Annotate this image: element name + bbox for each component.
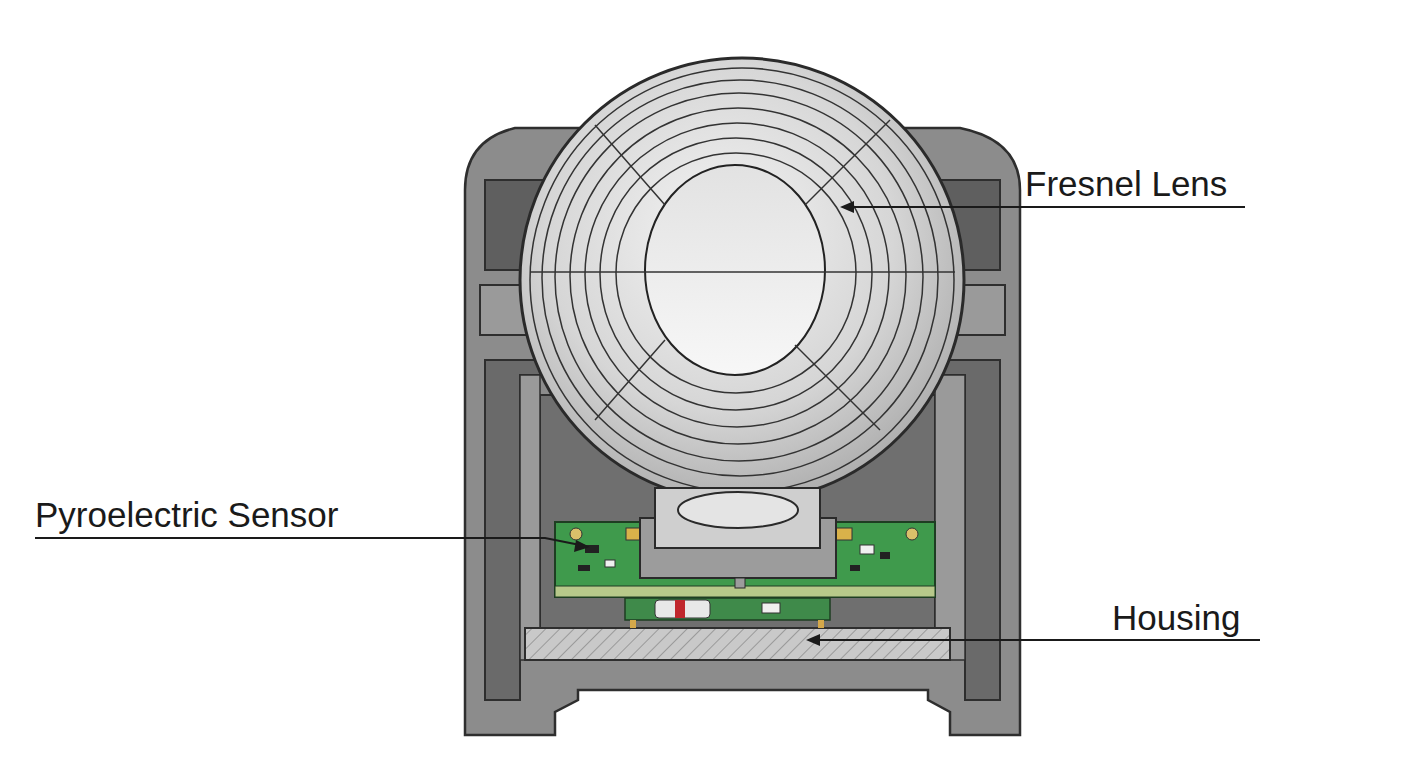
leader-lines	[35, 207, 1260, 640]
pyroelectric-sensor	[626, 488, 852, 588]
base-plate	[525, 628, 950, 660]
part-label: Fresnel Lens	[1025, 166, 1227, 201]
chamber-wall	[520, 375, 540, 660]
part-label: Pyroelectric Sensor	[35, 497, 338, 532]
fresnel-lens	[520, 58, 964, 502]
arrow-heads	[574, 201, 854, 646]
part-label: Housing	[1112, 600, 1240, 635]
lower-pcb	[625, 598, 830, 628]
chamber-wall	[935, 375, 965, 660]
